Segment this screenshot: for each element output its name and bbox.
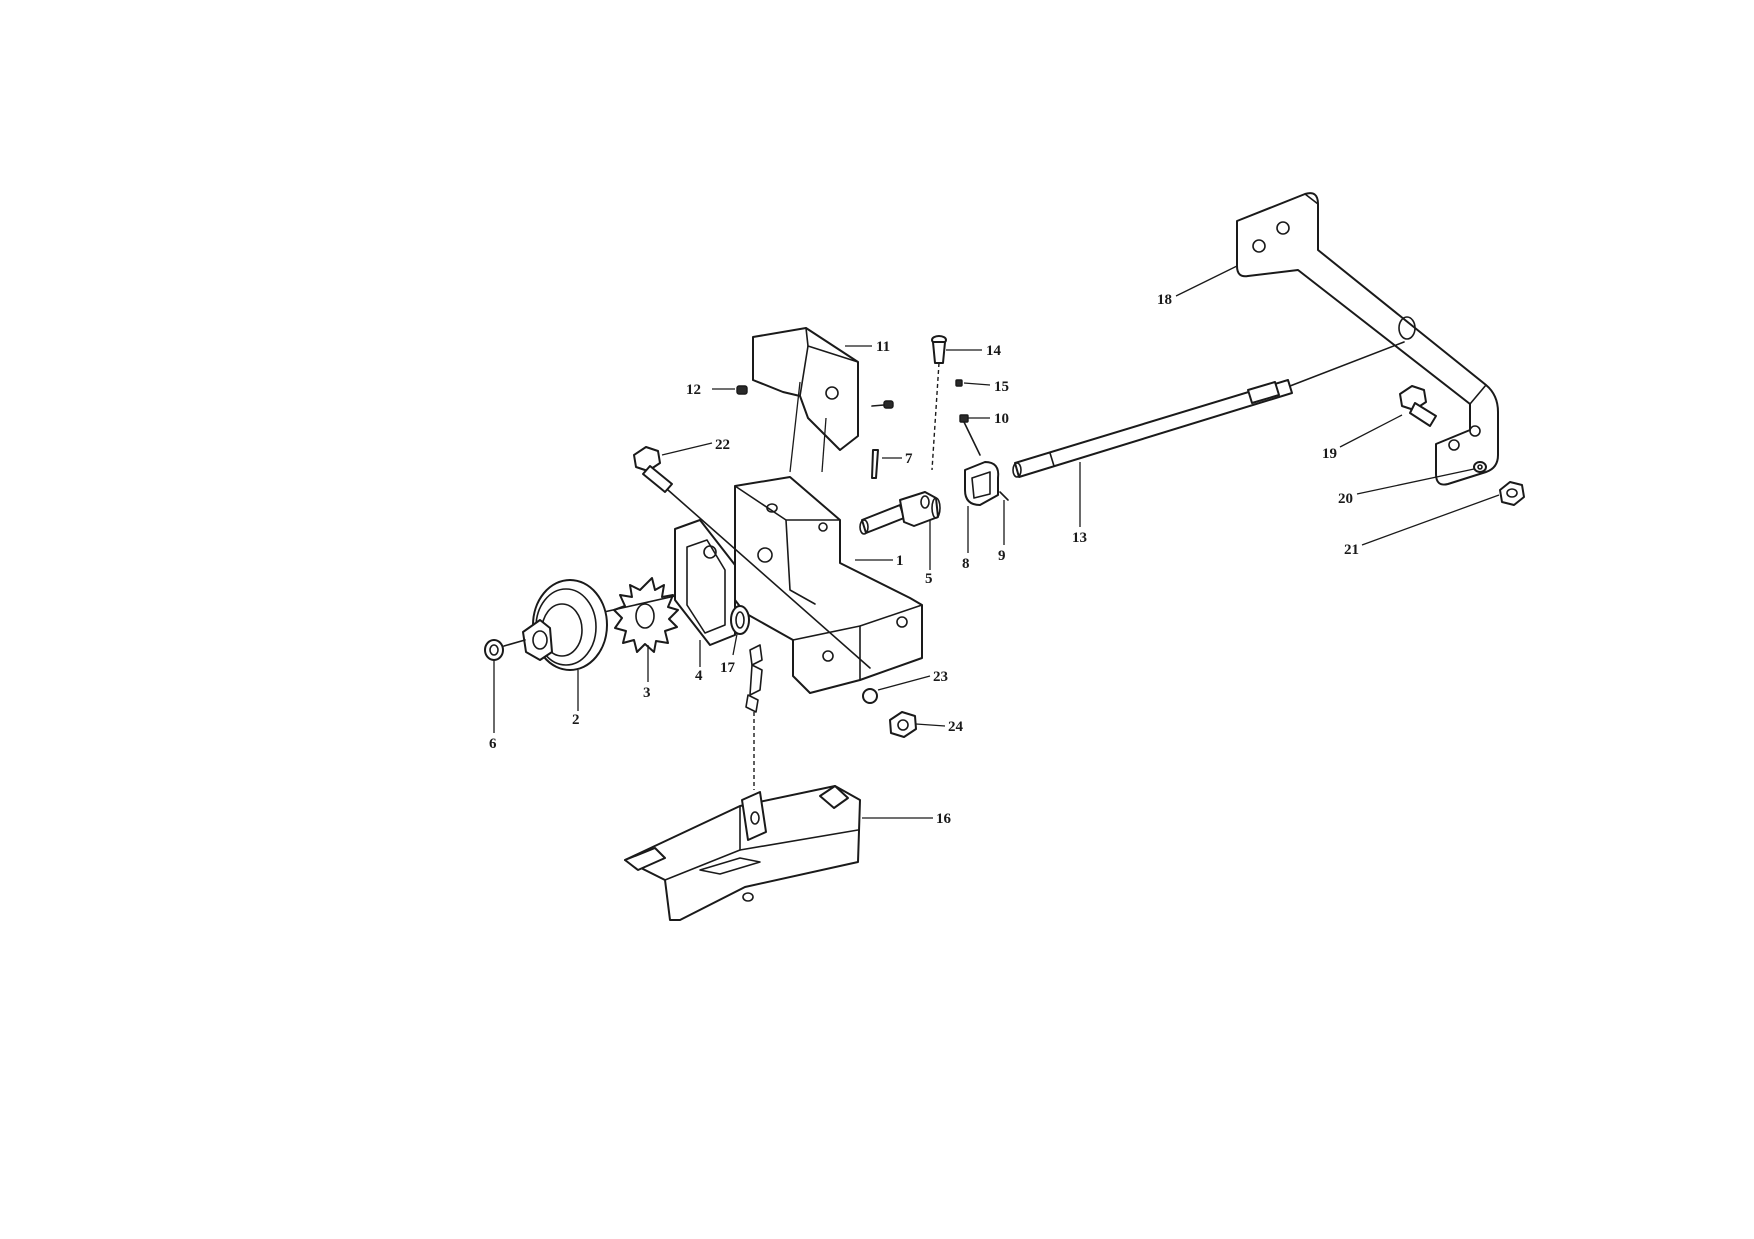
part-15-pin (955, 379, 963, 387)
callout-11: 11 (876, 339, 890, 355)
callout-22: 22 (715, 437, 730, 453)
callout-12: 12 (686, 382, 701, 398)
part-6-washer (484, 639, 504, 661)
part-17-chain-link (730, 605, 750, 635)
part-3-sprocket (613, 577, 679, 653)
callout-19: 19 (1322, 446, 1337, 462)
part-16-base-bracket (624, 785, 861, 921)
part-4-plate (674, 519, 736, 646)
part-24-nut (889, 711, 917, 738)
part-10-screw (959, 414, 981, 456)
part-23-washer (862, 688, 878, 704)
callout-15: 15 (994, 379, 1009, 395)
part-18-mounting-bracket (1236, 192, 1499, 486)
callout-4: 4 (695, 668, 703, 684)
part-8-clamp (964, 461, 1000, 506)
callout-9: 9 (998, 548, 1006, 564)
part-14-pin (931, 335, 947, 471)
part-11-cover (752, 327, 859, 451)
part-13-shaft (1012, 341, 1405, 478)
part-21-nut (1499, 481, 1525, 506)
part-9-pin (999, 491, 1009, 501)
callout-24: 24 (948, 719, 964, 735)
part-22-bolt (633, 446, 871, 669)
callout-23: 23 (933, 669, 948, 685)
callout-1: 1 (896, 553, 904, 569)
callout-labels: 1 2 3 4 5 6 7 8 9 10 11 12 13 14 15 16 1… (489, 292, 1359, 827)
callout-18: 18 (1157, 292, 1172, 308)
part-1-housing (734, 476, 923, 694)
part-2-pulley (522, 579, 608, 671)
callout-21: 21 (1344, 542, 1359, 558)
callout-6: 6 (489, 736, 497, 752)
callout-13: 13 (1072, 530, 1087, 546)
part-5-coupling (859, 491, 941, 535)
callout-16: 16 (936, 811, 952, 827)
callout-10: 10 (994, 411, 1009, 427)
leader-lines (493, 265, 1500, 819)
callout-17: 17 (720, 660, 736, 676)
part-20-washer (1473, 461, 1487, 473)
part-12-screw (736, 385, 748, 395)
chain-segment (745, 644, 763, 790)
callout-20: 20 (1338, 491, 1353, 507)
callout-8: 8 (962, 556, 970, 572)
callout-2: 2 (572, 712, 580, 728)
part-19-bolt (1399, 385, 1437, 427)
callout-7: 7 (905, 451, 913, 467)
callout-14: 14 (986, 343, 1002, 359)
part-7-pin (871, 449, 879, 479)
callout-3: 3 (643, 685, 651, 701)
callout-5: 5 (925, 571, 933, 587)
cover-screw (871, 400, 894, 409)
